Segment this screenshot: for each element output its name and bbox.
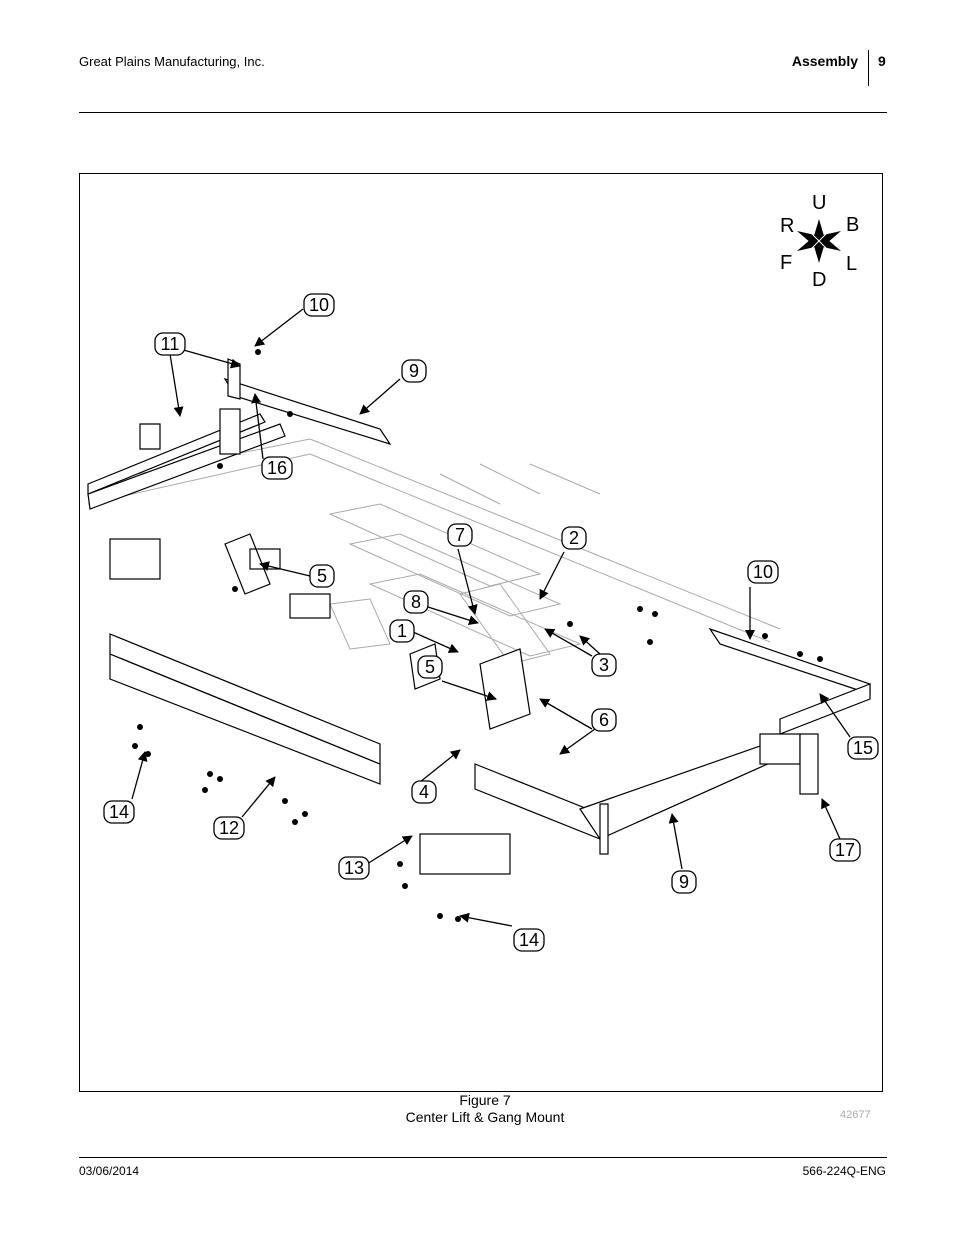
callout-11: 11 [160, 334, 180, 354]
compass-down-label: D [812, 269, 827, 291]
header-separator [868, 50, 869, 86]
header-page-number: 9 [878, 53, 886, 69]
footer-date: 03/06/2014 [79, 1164, 140, 1178]
header-rule [79, 112, 887, 113]
callout-10: 10 [308, 295, 330, 315]
figure-caption-number: Figure 7 [0, 1092, 954, 1108]
callout-1: 1 [396, 621, 407, 641]
callout-7: 7 [454, 525, 465, 545]
callout-3: 3 [598, 655, 609, 675]
header-company: Great Plains Manufacturing, Inc. [79, 54, 265, 69]
footer-doc-number: 566-224Q-ENG [802, 1164, 886, 1178]
callout-14b: 14 [518, 930, 540, 950]
callout-4: 4 [418, 782, 429, 802]
assembly-illustration [87, 219, 879, 952]
callout-5b: 5 [424, 657, 435, 677]
callout-13: 13 [343, 858, 365, 878]
compass-rose-icon [797, 219, 841, 263]
header-section-title: Assembly [791, 53, 858, 69]
callout-15: 15 [852, 738, 874, 758]
figure-caption-title: Center Lift & Gang Mount [0, 1109, 954, 1125]
drawing-number: 42677 [840, 1109, 871, 1121]
callout-8: 8 [410, 592, 421, 612]
callout-leaders [131, 308, 851, 927]
callout-16: 16 [266, 458, 288, 478]
footer-rule [79, 1157, 887, 1158]
callout-2: 2 [568, 528, 579, 548]
callout-boxes [103, 293, 879, 952]
figure-caption-title-text: Center Lift & Gang Mount [405, 1109, 565, 1125]
figure-frame: U R B F L D 10 11 9 16 5 7 2 8 1 5 3 6 4… [79, 173, 883, 1092]
compass-left-label: L [846, 253, 858, 275]
main-frame-outline [87, 438, 781, 665]
callout-14: 14 [108, 802, 130, 822]
dark-frame-members [87, 358, 871, 875]
callout-9: 9 [408, 361, 419, 381]
figure-caption-number-text: Figure 7 [459, 1092, 511, 1108]
compass-up-label: U [812, 192, 827, 214]
callout-17: 17 [834, 840, 856, 860]
callout-6: 6 [598, 710, 609, 730]
callout-12: 12 [218, 818, 240, 838]
callout-5: 5 [316, 566, 327, 586]
callout-9b: 9 [678, 872, 689, 892]
callout-10b: 10 [752, 562, 774, 582]
compass-right-label: R [780, 215, 795, 237]
compass-front-label: F [780, 252, 793, 274]
compass-back-label: B [846, 214, 860, 236]
